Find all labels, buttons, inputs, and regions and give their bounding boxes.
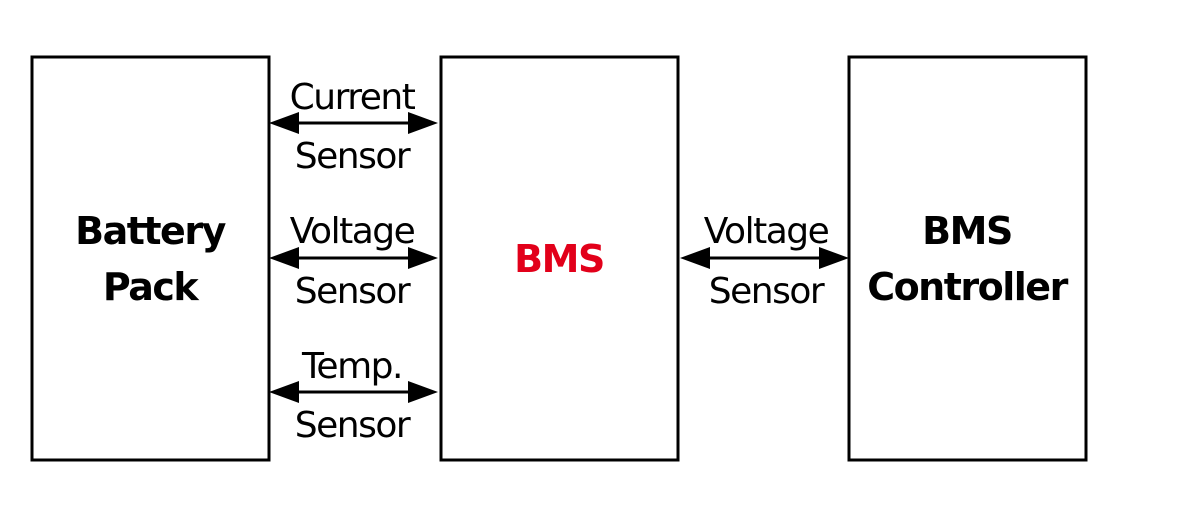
bms-label: BMS (514, 237, 604, 281)
temp-sensor-arrowhead-left (269, 381, 299, 403)
voltage-sensor-left-connection: Voltage Sensor (269, 211, 438, 312)
voltage-sensor-right-label-line1: Voltage (704, 211, 829, 252)
voltage-sensor-left-arrowhead-right (408, 247, 438, 269)
voltage-sensor-right-connection: Voltage Sensor (680, 211, 849, 312)
voltage-sensor-left-label-line1: Voltage (290, 211, 415, 252)
current-sensor-arrowhead-left (269, 112, 299, 134)
current-sensor-connection: Current Sensor (269, 77, 438, 177)
battery-pack-label-line2: Pack (103, 265, 199, 309)
temp-sensor-label-line2: Sensor (295, 405, 411, 446)
bms-controller-box (847, 55, 1088, 462)
battery-pack-block: Battery Pack (30, 55, 271, 462)
current-sensor-label-line2: Sensor (295, 136, 411, 177)
bms-box (439, 55, 680, 462)
bms-controller-label-line2: Controller (867, 265, 1068, 309)
bms-controller-label-line1: BMS (922, 209, 1012, 253)
voltage-sensor-right-arrowhead-left (680, 247, 710, 269)
temp-sensor-label-line1: Temp. (301, 346, 402, 387)
bms-block: BMS (439, 55, 680, 462)
bms-controller-block: BMS Controller (847, 55, 1088, 462)
voltage-sensor-left-label-line2: Sensor (295, 271, 411, 312)
voltage-sensor-left-arrowhead-left (269, 247, 299, 269)
voltage-sensor-right-arrowhead-right (819, 247, 849, 269)
temp-sensor-connection: Temp. Sensor (269, 346, 438, 446)
battery-pack-label-line1: Battery (75, 209, 226, 253)
current-sensor-arrowhead-right (408, 112, 438, 134)
battery-pack-box (30, 55, 271, 462)
current-sensor-label-line1: Current (290, 77, 416, 118)
temp-sensor-arrowhead-right (408, 381, 438, 403)
voltage-sensor-right-label-line2: Sensor (709, 271, 825, 312)
